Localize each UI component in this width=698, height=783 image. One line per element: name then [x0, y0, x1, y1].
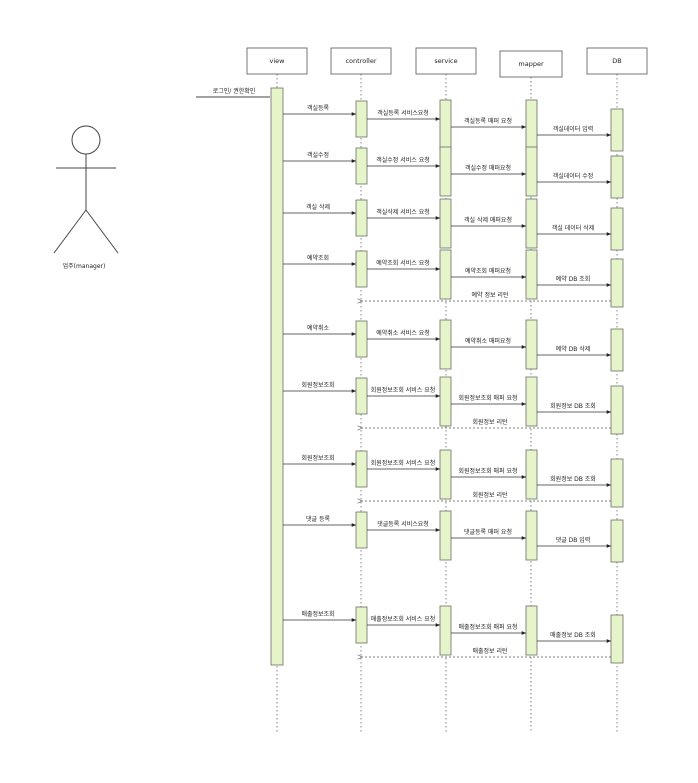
activation-controller [355, 511, 368, 549]
activation-mapper [525, 319, 538, 370]
activation-mapper [525, 376, 538, 427]
activation-controller [355, 450, 368, 488]
return-label: 예약 정보 리턴 [472, 291, 509, 299]
message-label: 댓글등록 서비스요청 [377, 520, 429, 528]
activation-controller [355, 250, 368, 288]
activation-service [439, 99, 452, 150]
actor-left-leg [53, 209, 87, 254]
message-label: 객실수정 매퍼요청 [465, 164, 511, 172]
message-label: 예약조회 매퍼요청 [465, 267, 511, 275]
activation-service [439, 510, 452, 561]
activation-db [610, 328, 624, 372]
message-label: 댓글 등록 [306, 515, 330, 523]
message-label: 객실삭제 서비스 요청 [376, 208, 430, 216]
actor-right-leg [85, 209, 119, 254]
activation-controller [355, 147, 368, 185]
message-label: 예약조회 서비스 요청 [376, 259, 430, 267]
activation-mapper [525, 198, 538, 249]
participant-label-view: view [270, 57, 286, 65]
participant-box-service [415, 47, 477, 75]
message-label: 회원정보조회 서비스 요청 [371, 459, 436, 467]
participant-box-view [246, 47, 308, 75]
activation-service [439, 198, 452, 249]
activation-db [610, 155, 624, 199]
message-label: 예약취소 매퍼요청 [465, 337, 511, 345]
activation-db [610, 258, 624, 308]
activation-controller [355, 606, 368, 644]
actor-manager: 업주(manager) [53, 125, 119, 270]
message-label: 예약 DB 삭제 [556, 345, 591, 353]
activation-mapper [525, 510, 538, 561]
message-label: 객실등록 [307, 104, 330, 112]
activation-controller [355, 199, 368, 237]
activation-service [439, 319, 452, 370]
message-label: 매출정보조회 서비스 요청 [371, 615, 436, 623]
activation-service [439, 449, 452, 500]
message-label: 객실데이터 입력 [553, 125, 594, 133]
activation-view [270, 87, 284, 666]
message-label: 예약 DB 조회 [556, 275, 591, 283]
message-label: 객실등록 서비스요청 [377, 109, 429, 117]
message-label: 예약취소 서비스 요청 [376, 329, 430, 337]
login-label: 로그인/ 권한확인 [213, 87, 256, 95]
return-label: 매출정보 리턴 [472, 647, 507, 655]
message-label: 객실수정 [307, 151, 329, 159]
message-label: 회원정보조회 매퍼 요청 [458, 467, 517, 475]
participant-box-mapper [499, 50, 563, 78]
message-label: 객실수정 서비스 요청 [376, 156, 430, 164]
activation-db [610, 519, 624, 563]
message-label: 매출정보조회 [301, 610, 334, 618]
participant-box-controller [330, 47, 392, 75]
activation-mapper [525, 249, 538, 300]
activation-controller [355, 377, 368, 415]
message-label: 회원정보조회 [301, 381, 334, 389]
activation-db [610, 614, 624, 664]
activation-mapper [525, 146, 538, 197]
activation-db [610, 385, 624, 435]
actor-head [71, 125, 101, 155]
message-label: 객실 삭제 매퍼요청 [464, 216, 512, 224]
participant-label-controller: controller [345, 57, 376, 65]
activation-controller [355, 320, 368, 358]
activation-service [439, 249, 452, 300]
activation-service [439, 376, 452, 427]
return-label: 회원정보 리턴 [472, 491, 507, 499]
message-label: 회원정보조회 서비스 요청 [371, 386, 436, 394]
message-label: 회원정보조회 [301, 454, 334, 462]
message-label: 매출정보 DB 조회 [550, 631, 596, 639]
activation-controller [355, 100, 368, 138]
message-label: 회원정보 DB 조회 [550, 475, 596, 483]
activation-service [439, 146, 452, 197]
message-label: 회원정보조회 매퍼 요청 [458, 394, 517, 402]
message-label: 객실데이터 수정 [553, 172, 594, 180]
message-label: 객실 데이터 삭제 [552, 224, 594, 232]
message-label: 객실 삭제 [306, 203, 330, 211]
activation-mapper [525, 449, 538, 500]
message-label: 객실등록 매퍼 요청 [464, 117, 512, 125]
message-label: 댓글등록 매퍼 요청 [464, 528, 512, 536]
activation-db [610, 458, 624, 508]
message-label: 예약조회 [307, 254, 329, 262]
participant-box-db [586, 47, 648, 75]
activation-db [610, 207, 624, 251]
activation-mapper [525, 99, 538, 150]
participant-label-mapper: mapper [518, 60, 544, 68]
return-label: 회원정보 리턴 [472, 418, 507, 426]
participant-label-db: DB [612, 57, 621, 65]
message-label: 매출정보조회 매퍼 요청 [458, 623, 517, 631]
activation-service [439, 605, 452, 656]
activation-mapper [525, 605, 538, 656]
message-label: 회원정보 DB 조회 [550, 402, 596, 410]
activation-db [610, 108, 624, 152]
actor-label: 업주(manager) [63, 262, 106, 270]
participant-label-service: service [434, 57, 457, 65]
message-label: 댓글 DB 입력 [556, 536, 591, 544]
message-label: 예약취소 [307, 324, 330, 332]
